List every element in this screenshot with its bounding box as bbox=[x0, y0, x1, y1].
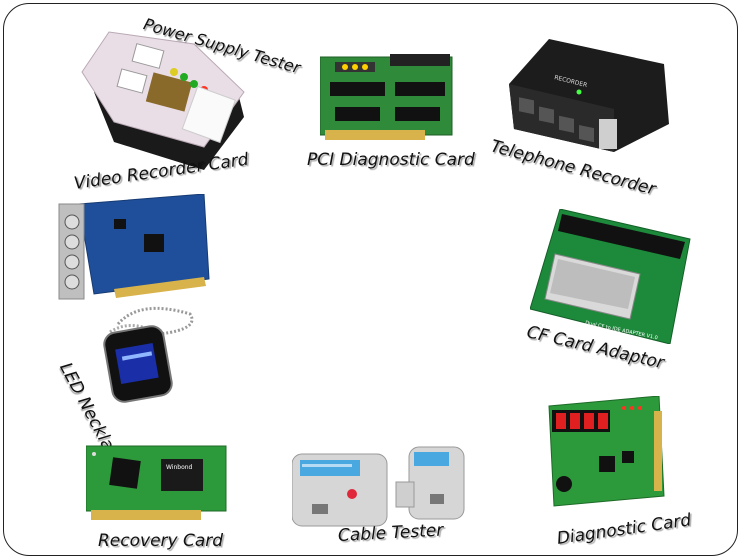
cable-tester-image bbox=[292, 442, 467, 532]
pci-diagnostic-card-label: PCI Diagnostic Card bbox=[307, 150, 475, 170]
power-supply-tester-image bbox=[74, 22, 254, 172]
cable-tester-label: Cable Tester bbox=[337, 520, 444, 546]
recovery-card-image: Winbond bbox=[86, 444, 229, 524]
cf-card-adaptor-image: Dual CF to IDE ADAPTER V1.0 bbox=[530, 209, 692, 344]
led-necklace-image bbox=[100, 304, 210, 404]
recovery-card-chip-print: Winbond bbox=[166, 464, 193, 471]
video-recorder-card-image bbox=[54, 194, 214, 309]
recovery-card-label: Recovery Card bbox=[98, 531, 224, 551]
diagnostic-card-image bbox=[544, 396, 669, 516]
pci-diagnostic-card-image bbox=[320, 52, 455, 147]
product-collage-frame: Power Supply Tester PCI Diagnostic Card … bbox=[3, 3, 738, 556]
telephone-recorder-image: RECORDER bbox=[504, 34, 674, 154]
diagnostic-card-label: Diagnostic Card bbox=[555, 510, 693, 549]
